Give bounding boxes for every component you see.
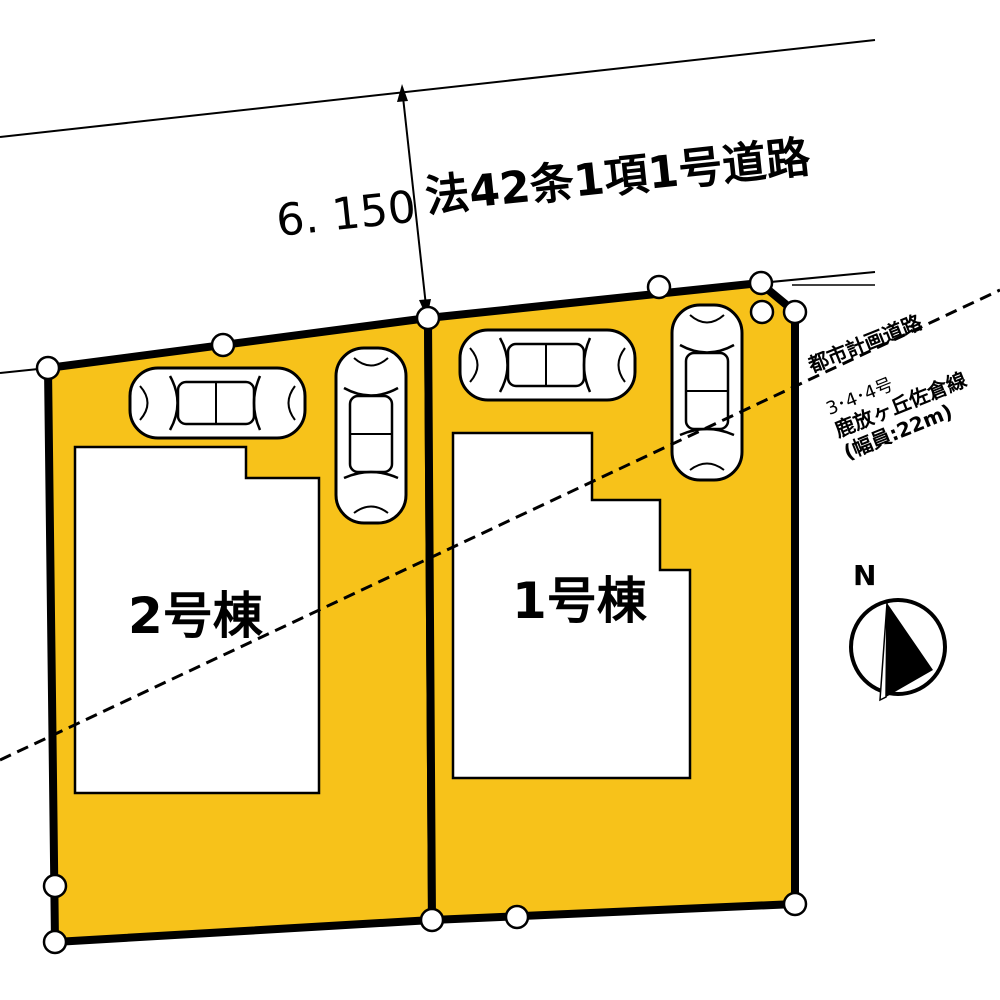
building-1-label: 1号棟 [512, 572, 648, 630]
planned-road-boundary-line [0, 288, 1000, 762]
boundary-marker [419, 907, 445, 933]
road-near-edge-right [759, 271, 876, 284]
boundary-marker [35, 355, 61, 381]
car-lot2-vertical [334, 346, 408, 525]
boundary-marker [210, 332, 236, 358]
boundary-marker [42, 929, 68, 955]
road-width-dimension-line [401, 87, 428, 316]
north-arrow-icon [886, 603, 933, 697]
building-2-label: 2号棟 [128, 587, 264, 645]
planned-road-line-1: 都市計画道路 [804, 310, 926, 378]
boundary-marker [646, 274, 672, 300]
building-1-footprint [451, 431, 692, 780]
boundary-marker [415, 305, 441, 331]
boundary-marker [782, 891, 808, 917]
north-arrow-compass: N [849, 559, 947, 702]
car-lot1-vertical [670, 303, 744, 482]
car-lot2-horizontal [128, 366, 307, 440]
dimension-arrow-top [397, 84, 408, 102]
boundary-marker [749, 299, 775, 325]
north-arrow-outline [879, 602, 888, 702]
road-width-label: 6. 150 [274, 182, 419, 247]
boundary-marker [748, 270, 774, 296]
boundary-markers [35, 270, 808, 955]
boundary-marker [42, 873, 68, 899]
planned-road-label: 都市計画道路 3･4･4号 鹿放ヶ丘佐倉線 (幅員:22m) [804, 310, 970, 465]
road-type-label: 法42条1項1号道路 [423, 132, 814, 223]
car-lot1-horizontal [458, 328, 637, 402]
north-label: N [853, 559, 876, 592]
boundary-marker [782, 299, 808, 325]
building-2-footprint [73, 445, 321, 795]
road-far-edge [0, 39, 876, 138]
boundary-marker [504, 904, 530, 930]
